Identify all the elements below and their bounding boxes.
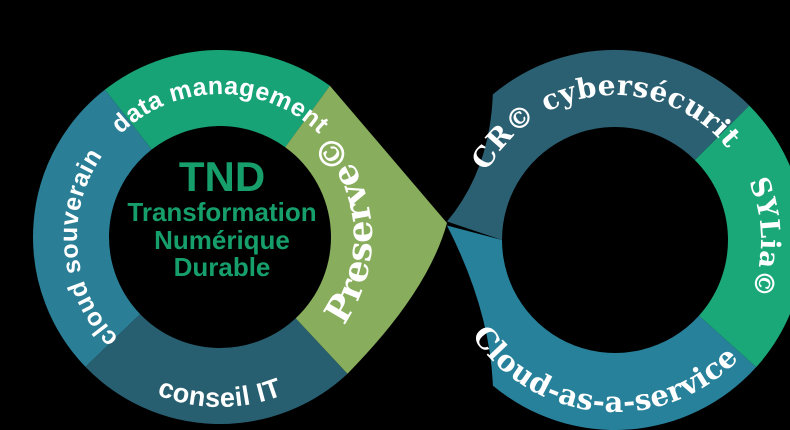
center-acronym-tnd: TND	[179, 153, 265, 200]
segment-conseil-it	[85, 313, 348, 424]
center-line-numerique: Numérique	[154, 225, 290, 255]
segment-sylia	[694, 105, 790, 368]
segment-cloud-as-a-service	[447, 225, 757, 430]
segment-preserve-arrow	[285, 85, 447, 374]
segment-pcr-cybersecurite	[447, 49, 750, 241]
segment-data-management	[104, 50, 330, 151]
segment-cloud-souverain	[33, 89, 153, 367]
center-line-durable: Durable	[174, 252, 271, 282]
center-line-transformation: Transformation	[127, 197, 316, 227]
